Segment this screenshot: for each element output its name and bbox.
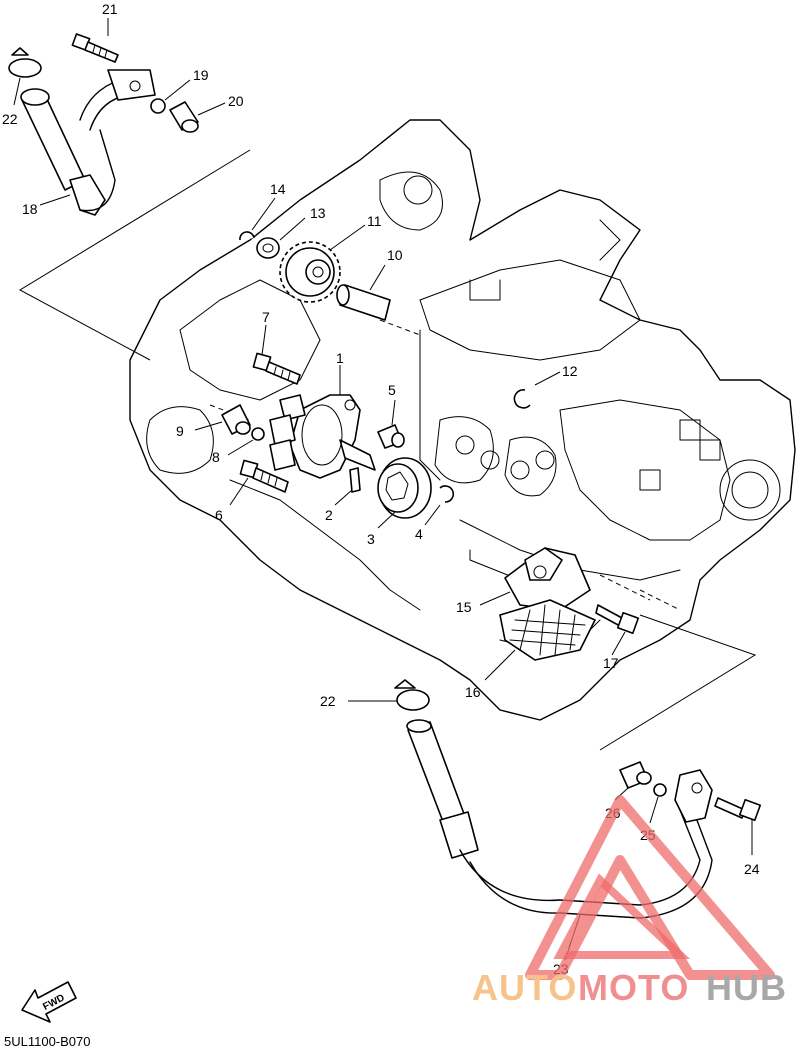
callout-15: 15	[456, 599, 472, 615]
part-2-dowel-pin	[334, 467, 361, 506]
fwd-arrow-icon: FWD	[21, 981, 77, 1023]
part-20-collar	[169, 101, 226, 133]
part-12-circlip	[513, 371, 561, 409]
callout-22-bottom: 22	[320, 693, 336, 709]
part-22-hose-clamp-bottom	[348, 679, 430, 711]
callout-1: 1	[336, 350, 344, 366]
callout-10: 10	[387, 247, 403, 263]
part-16-oil-strainer	[484, 599, 596, 681]
callout-21: 21	[102, 1, 118, 17]
diagram-code: 5UL1100-B070	[4, 1034, 91, 1049]
callout-6: 6	[215, 507, 223, 523]
callout-16: 16	[465, 684, 481, 700]
callout-24: 24	[744, 861, 760, 877]
watermark-logo: AUTO MOTO HUB	[472, 795, 787, 1008]
callout-18: 18	[22, 201, 38, 217]
part-3-pump-rotor	[377, 457, 432, 529]
part-4-circlip	[424, 485, 455, 526]
part-21-bolt	[71, 18, 119, 63]
part-26-collar	[614, 761, 652, 801]
part-7-bolt	[252, 324, 301, 385]
watermark-hub-text: HUB	[706, 967, 787, 1008]
part-19-o-ring	[150, 79, 191, 114]
part-25-o-ring	[649, 783, 667, 824]
callout-2: 2	[325, 507, 333, 523]
crankcase-housing	[129, 119, 796, 721]
part-8-o-ring	[227, 427, 265, 456]
callout-11: 11	[367, 213, 382, 229]
part-18-oil-pipe	[20, 69, 156, 216]
callout-20: 20	[228, 93, 244, 109]
callout-7: 7	[262, 309, 270, 325]
part-13-washer	[256, 217, 306, 259]
callout-3: 3	[367, 531, 375, 547]
callout-13: 13	[310, 205, 326, 221]
callout-12: 12	[562, 363, 578, 379]
callout-14: 14	[270, 181, 286, 197]
watermark-auto-text: AUTO	[472, 967, 577, 1008]
callout-8: 8	[212, 449, 220, 465]
callout-4: 4	[415, 526, 423, 542]
callout-9: 9	[176, 423, 184, 439]
callout-5: 5	[388, 382, 396, 398]
part-23-oil-delivery-pipe	[406, 719, 713, 961]
part-6-bolt	[229, 459, 289, 506]
part-11-oil-pump-gear	[279, 224, 366, 303]
reference-lines	[18, 149, 757, 751]
part-5-collar	[377, 399, 405, 449]
callout-19: 19	[193, 67, 209, 83]
part-10-shaft	[336, 264, 391, 321]
callout-17: 17	[603, 655, 619, 671]
part-15-strainer-cover	[479, 547, 591, 611]
callout-22-top: 22	[2, 111, 18, 127]
part-22-hose-clamp-top	[8, 47, 42, 106]
part-9-collar	[194, 404, 251, 435]
watermark-moto-text: MOTO	[578, 967, 689, 1008]
part-14-circlip	[239, 197, 276, 241]
part-17-bolt	[595, 604, 640, 656]
part-1-oil-pump-assembly	[269, 365, 376, 479]
part-24-bolt	[674, 769, 762, 855]
